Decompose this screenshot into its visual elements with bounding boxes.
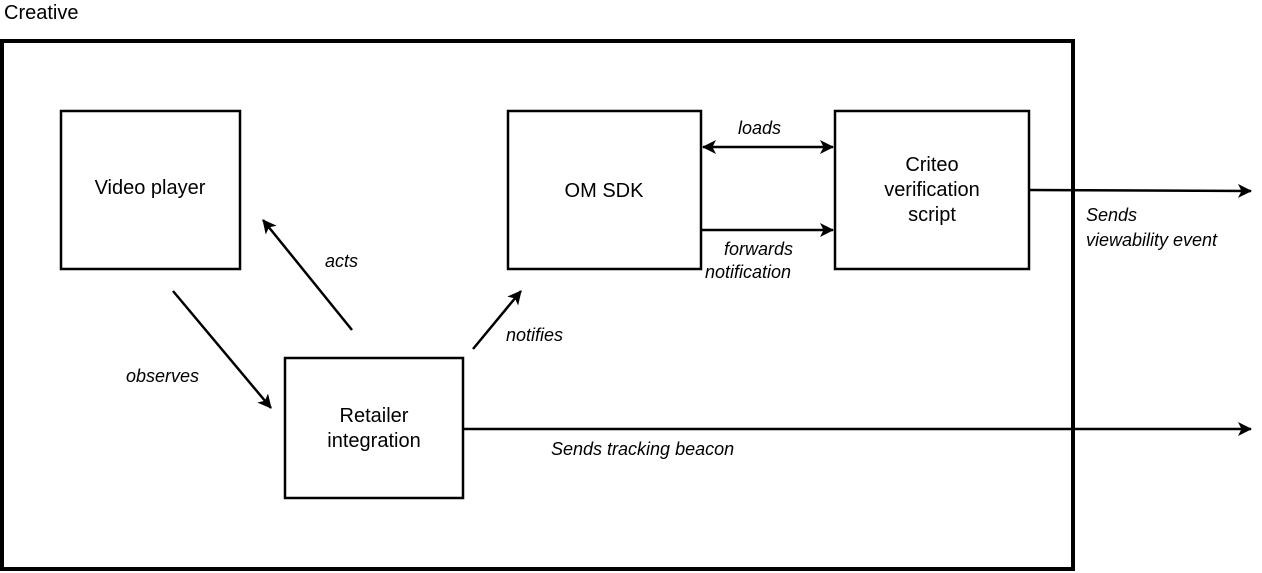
node-label: Retailer xyxy=(340,405,409,427)
edge-notifies-arrow xyxy=(472,290,522,350)
node-criteo-verification-script[interactable]: Criteo verification script xyxy=(833,109,1031,271)
node-om-sdk[interactable]: OM SDK xyxy=(506,109,703,271)
node-label: script xyxy=(908,204,956,226)
node-label: OM SDK xyxy=(565,180,645,202)
edge-observes-arrow xyxy=(172,290,272,409)
edge-label-viewability: viewability event xyxy=(1086,230,1218,250)
node-label: verification xyxy=(884,179,980,201)
node-video-player[interactable]: Video player xyxy=(59,109,242,271)
node-label: Video player xyxy=(95,177,206,199)
edge-label-forwards: forwards xyxy=(724,239,793,259)
node-retailer-integration[interactable]: Retailer integration xyxy=(283,356,465,500)
node-label: Criteo xyxy=(905,154,958,176)
edge-acts-arrow xyxy=(262,219,353,331)
edge-label-notifies: notifies xyxy=(506,325,563,345)
edge-label-forwards: notification xyxy=(705,262,791,282)
creative-container xyxy=(0,39,1075,571)
edge-label-acts: acts xyxy=(325,251,358,271)
node-label: integration xyxy=(327,430,420,452)
edge-label-tracking: Sends tracking beacon xyxy=(551,439,734,459)
edge-label-loads: loads xyxy=(738,118,781,138)
edge-label-viewability: Sends xyxy=(1086,205,1137,225)
edge-viewability-arrow xyxy=(1028,183,1252,198)
container-title: Creative xyxy=(4,2,79,24)
edge-label-observes: observes xyxy=(126,366,199,386)
